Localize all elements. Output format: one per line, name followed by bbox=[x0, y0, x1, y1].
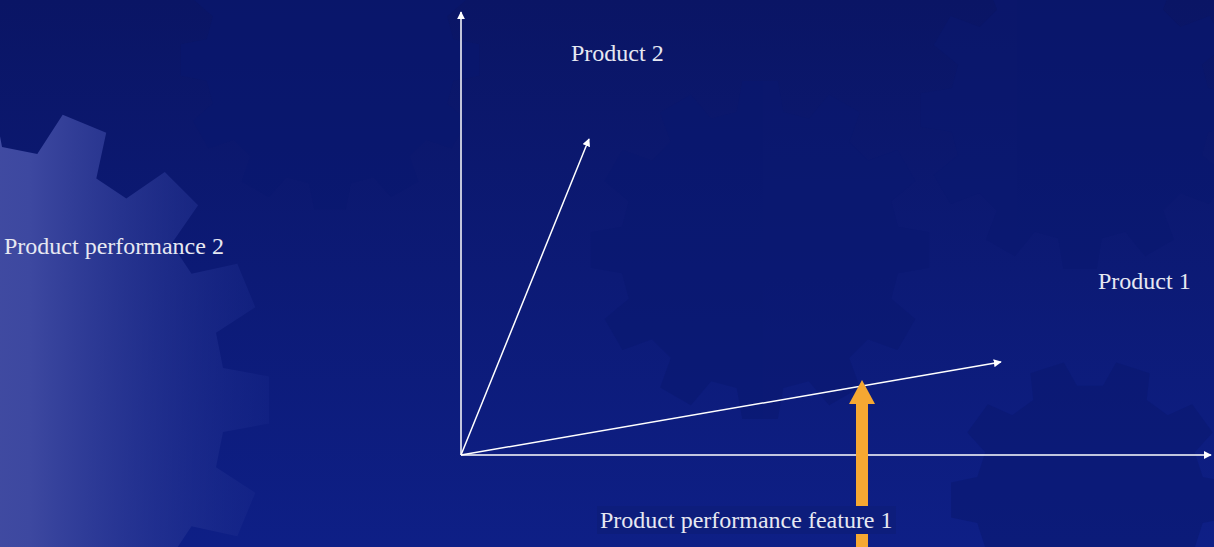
axes bbox=[461, 12, 1211, 455]
product-vector bbox=[461, 139, 589, 455]
axis-label: Product performance 2 bbox=[4, 232, 224, 260]
axis-label: Product performance feature 1 bbox=[597, 506, 896, 534]
vertical-axis bbox=[460, 12, 462, 455]
product-vector bbox=[461, 362, 1001, 455]
background-gear bbox=[921, 0, 1214, 269]
horizontal-axis bbox=[461, 454, 1211, 456]
vector-label: Product 2 bbox=[571, 39, 664, 67]
background-gear bbox=[591, 81, 929, 419]
background-gear bbox=[181, 0, 479, 209]
vector-label: Product 1 bbox=[1098, 267, 1191, 295]
background-gears bbox=[181, 0, 1214, 547]
gear-shape bbox=[0, 101, 269, 547]
